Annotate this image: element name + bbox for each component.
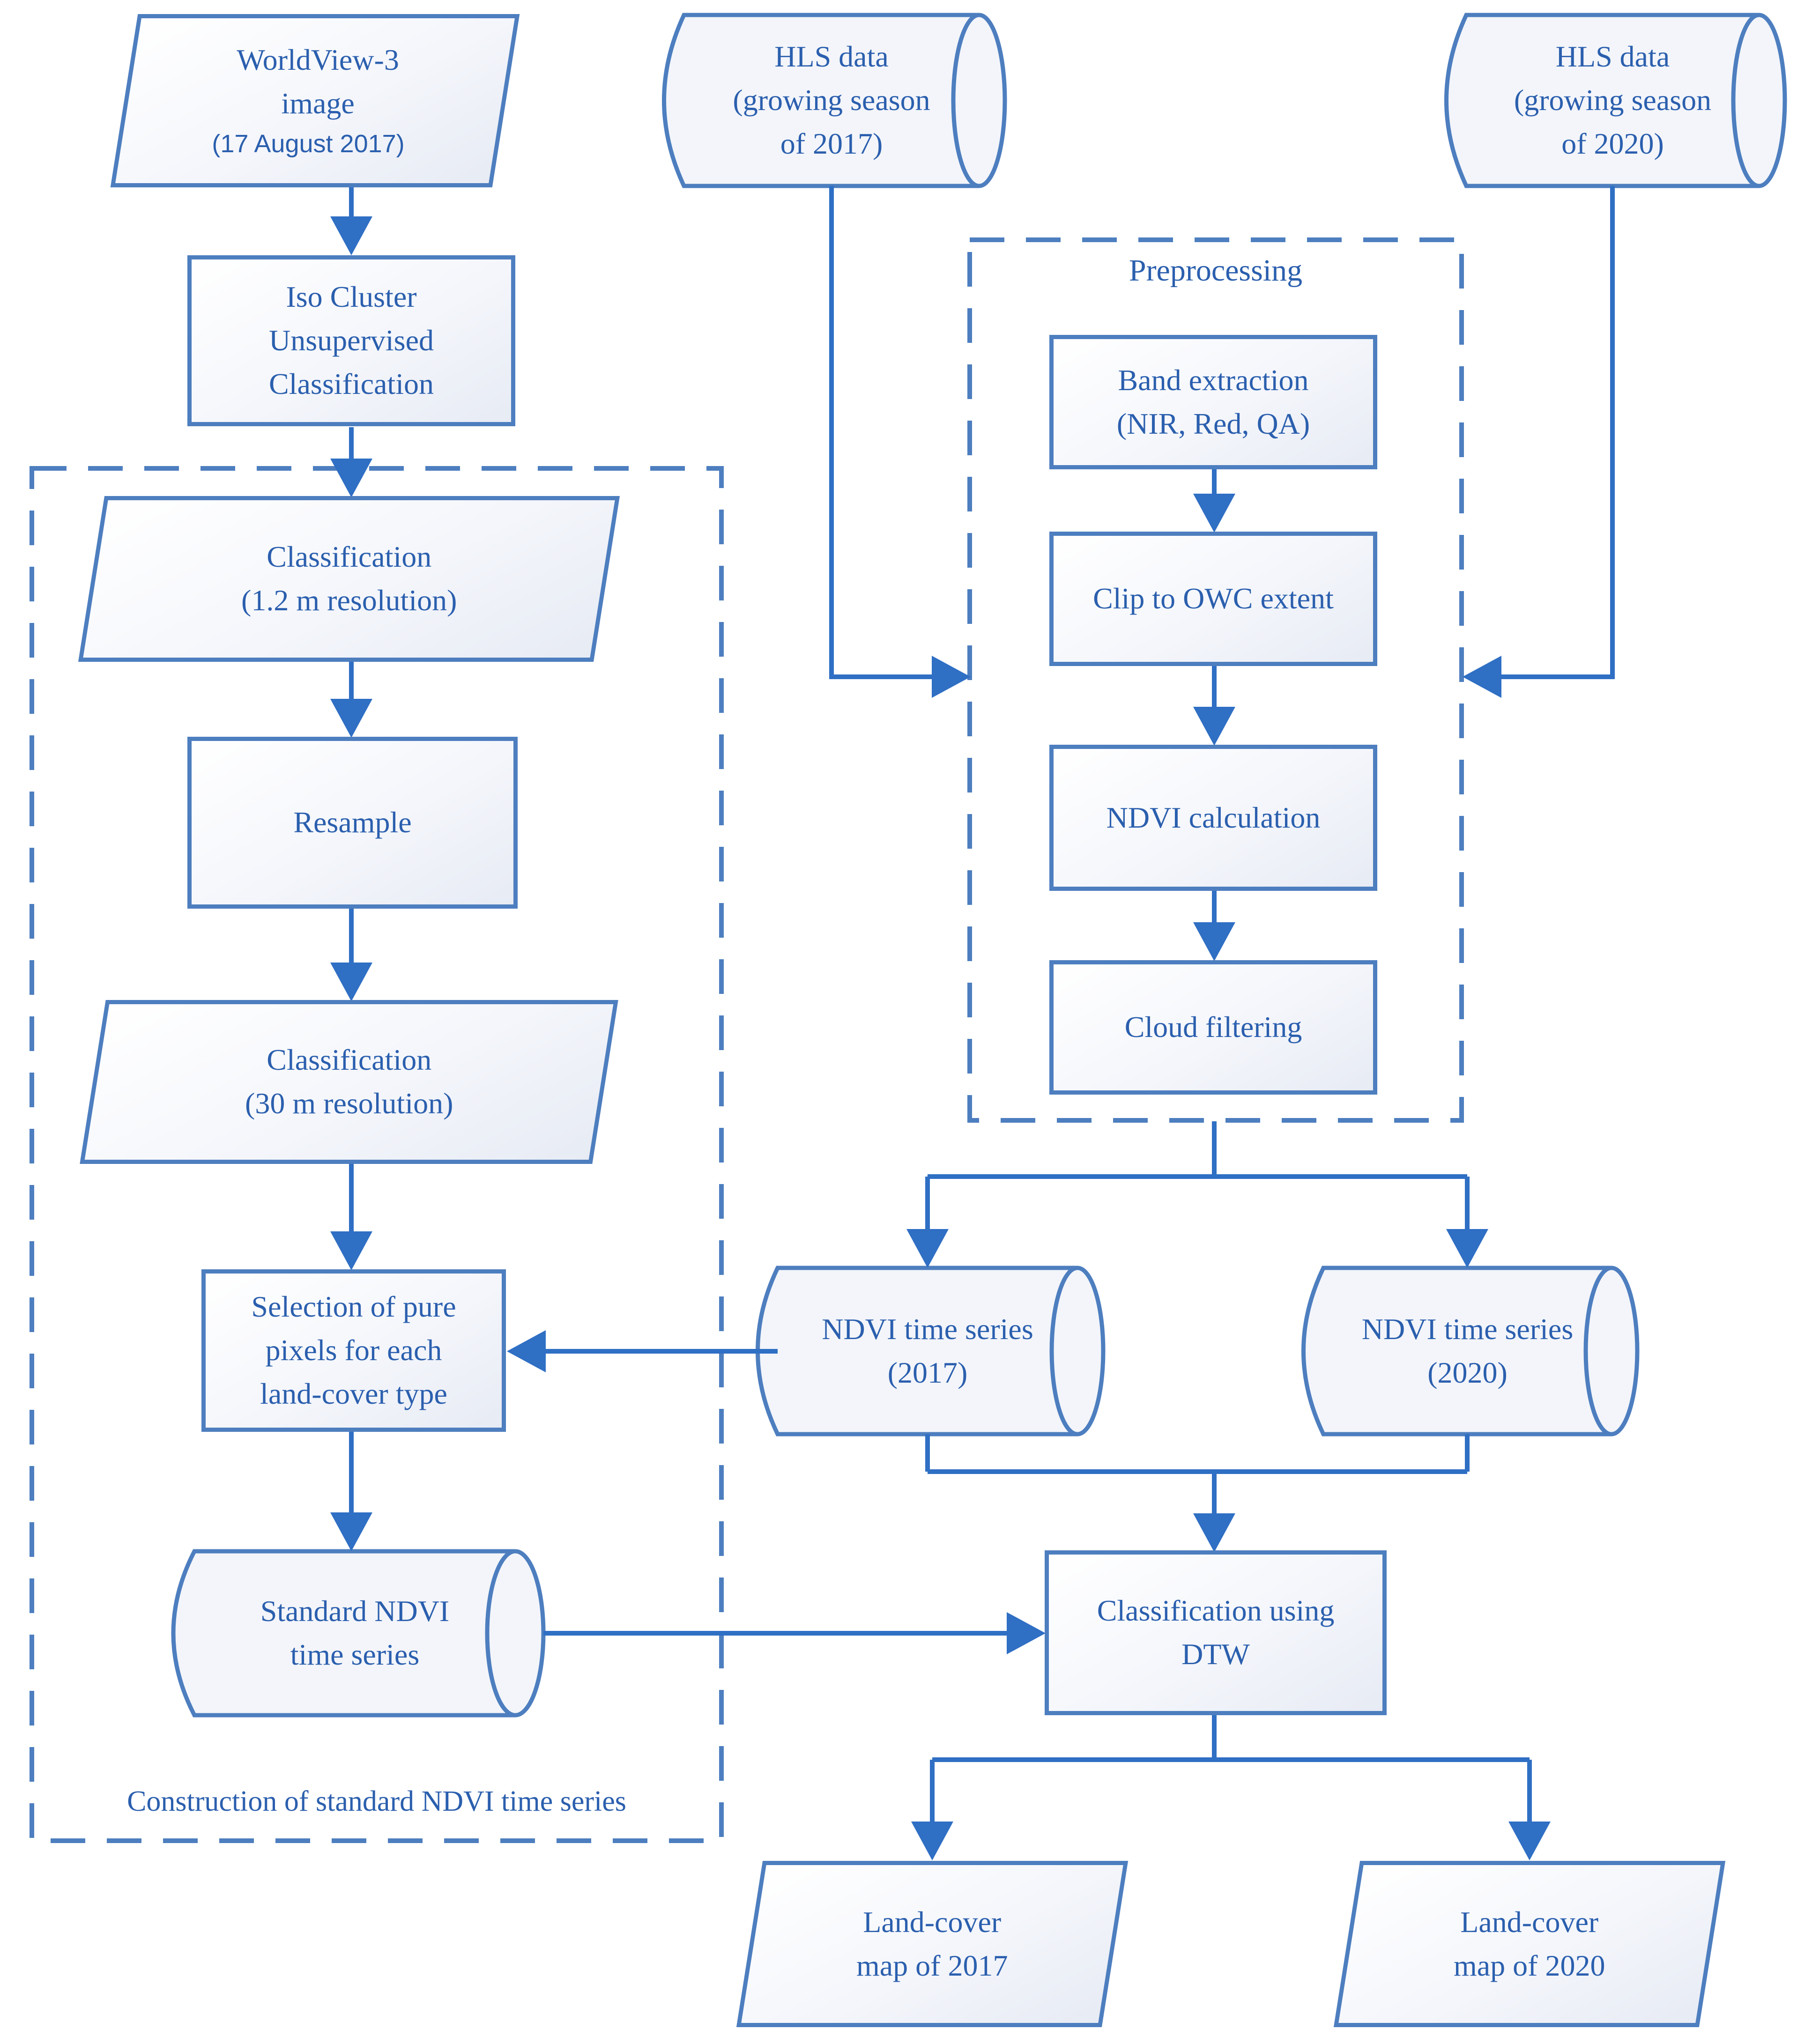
arrow-preprocessing-split-to-ndvi-cylinders [906, 1121, 1488, 1268]
standard-ndvi-cylinder-shape [171, 1549, 546, 1718]
node-resample: Resample [187, 737, 518, 909]
classification-30m-label: Classification (30 m resolution) [245, 1043, 453, 1120]
construction-group-label: Construction of standard NDVI time serie… [127, 1785, 626, 1817]
classification-12m-label: Classification (1.2 m resolution) [241, 540, 457, 617]
arrow-ndvi-calculation-to-cloud-filtering [1193, 891, 1235, 961]
arrow-clip-to-ndvi-calculation [1193, 665, 1235, 746]
node-landcover-map-2020: Land-cover map of 2020 [1333, 1861, 1726, 2027]
hls-2017-cylinder-shape [662, 13, 1007, 188]
arrow-dtw-split-to-landcover-maps [911, 1715, 1551, 1860]
node-ndvi-calculation: NDVI calculation [1049, 745, 1377, 891]
node-standard-ndvi-series: Standard NDVI time series [194, 1551, 515, 1715]
dtw-classification-label: Classification using DTW [1097, 1594, 1335, 1671]
landcover-2017-label: Land-cover map of 2017 [856, 1905, 1008, 1982]
arrow-classification12m-to-resample [330, 662, 372, 738]
group-preprocessing-box: Preprocessing [970, 240, 1462, 1120]
node-dtw-classification: Classification using DTW [1045, 1550, 1387, 1715]
standard-ndvi-label: Standard NDVI time series [260, 1594, 450, 1671]
node-ndvi-series-2020: NDVI time series (2020) [1323, 1268, 1611, 1434]
ndvi-series-2017-label: NDVI time series (2017) [822, 1312, 1033, 1389]
arrow-hls2017-to-preprocessing [829, 186, 971, 698]
hls-2017-label: HLS data (growing season of 2017) [733, 40, 930, 160]
construction-dashed-border [30, 466, 724, 1843]
landcover-2020-label: Land-cover map of 2020 [1454, 1905, 1605, 1982]
node-landcover-map-2017: Land-cover map of 2017 [736, 1861, 1129, 2027]
arrow-hls2020-to-preprocessing [1463, 186, 1615, 698]
arrow-ndvi2017-to-selection [507, 1330, 778, 1372]
ndvi-series-2020-label: NDVI time series (2020) [1361, 1312, 1574, 1389]
node-clip-owc: Clip to OWC extent [1049, 532, 1377, 666]
node-pure-pixel-selection: Selection of pure pixels for each land-c… [201, 1269, 506, 1432]
worldview-label: WorldView-3 image [237, 43, 400, 120]
resample-label: Resample [293, 806, 412, 839]
node-ndvi-series-2017: NDVI time series (2017) [778, 1268, 1077, 1434]
node-classification-12m: Classification (1.2 m resolution) [78, 496, 620, 662]
preprocessing-group-label: Preprocessing [1129, 253, 1303, 288]
ndvi-2020-cylinder-shape [1301, 1266, 1640, 1437]
clip-owc-label: Clip to OWC extent [1093, 582, 1334, 615]
arrow-worldview-to-isocluster [330, 187, 372, 255]
hls-2020-cylinder-shape [1444, 13, 1787, 188]
arrow-isocluster-to-classification12m [330, 427, 372, 497]
cloud-filtering-label: Cloud filtering [1124, 1010, 1302, 1044]
node-hls-2020: HLS data (growing season of 2020) [1466, 15, 1759, 186]
preprocessing-dashed-border [967, 237, 1464, 1123]
pure-pixel-selection-label: Selection of pure pixels for each land-c… [251, 1290, 456, 1410]
group-construction-box: Construction of standard NDVI time serie… [32, 468, 721, 1841]
node-classification-30m: Classification (30 m resolution) [80, 1000, 618, 1164]
arrow-band-extraction-to-clip [1193, 469, 1235, 533]
worldview-date-label: (17 August 2017) [212, 130, 405, 158]
node-worldview-image: WorldView-3 image (17 August 2017) [110, 14, 520, 187]
hls-2020-label: HLS data (growing season of 2020) [1514, 40, 1712, 160]
arrow-selection-to-standard-ndvi [330, 1432, 372, 1551]
arrow-resample-to-classification30m [330, 909, 372, 1001]
iso-cluster-label: Iso Cluster Unsupervised Classification [269, 280, 434, 400]
ndvi-2017-cylinder-shape [756, 1266, 1106, 1437]
node-hls-2017: HLS data (growing season of 2017) [684, 15, 979, 186]
node-cloud-filtering: Cloud filtering [1049, 960, 1377, 1095]
arrow-standard-ndvi-to-dtw [543, 1612, 1046, 1654]
node-band-extraction: Band extraction (NIR, Red, QA) [1049, 335, 1377, 469]
arrow-ndvi-cylinders-merge-to-dtw [925, 1434, 1470, 1552]
band-extraction-label: Band extraction (NIR, Red, QA) [1116, 363, 1310, 440]
node-iso-cluster: Iso Cluster Unsupervised Classification [187, 255, 515, 426]
arrow-classification30m-to-selection [330, 1164, 372, 1270]
ndvi-calculation-label: NDVI calculation [1106, 800, 1321, 834]
